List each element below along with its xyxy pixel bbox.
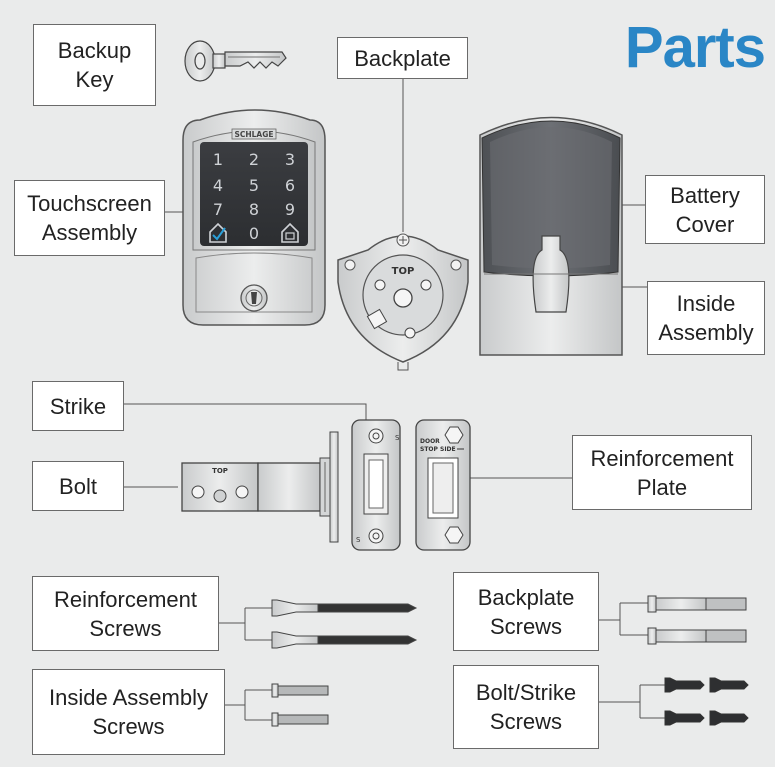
label-backplate: Backplate (337, 37, 468, 79)
backup-key-illustration (184, 40, 287, 82)
label-backplate-screws: Backplate Screws (453, 572, 599, 651)
backplate-top-mark: TOP (392, 266, 415, 277)
label-backplate-text: Backplate (354, 45, 451, 71)
keypad-digit-4: 4 (213, 176, 223, 195)
keypad-digit-6: 6 (285, 176, 295, 195)
label-reinforcement-screws: Reinforcement Screws (32, 576, 219, 651)
reinforcement-screws-illustration (271, 599, 418, 649)
inside-assembly-screws-illustration (271, 683, 329, 727)
label-strike-text: Strike (49, 393, 107, 419)
bolt-strike-screws-illustration (664, 677, 749, 726)
label-bolt: Bolt (32, 461, 124, 511)
bolt-top-mark: TOP (212, 467, 228, 475)
backplate-screws-illustration (647, 595, 747, 645)
label-inside-assembly-text: Inside Assembly (658, 291, 754, 345)
label-backup-key-text: Backup Key (57, 38, 132, 92)
label-bolt-strike-screws: Bolt/Strike Screws (453, 665, 599, 749)
keypad-digit-7: 7 (213, 200, 223, 219)
label-inside-assembly-screws: Inside Assembly Screws (32, 669, 225, 755)
brand-logo: SCHLAGE (234, 130, 273, 139)
reinforcement-door-stop-mark-2: STOP (420, 446, 439, 453)
reinforcement-door-stop-mark: DOOR (420, 438, 440, 445)
home-check-icon (209, 222, 227, 243)
reinforcement-side-mark: SIDE (440, 446, 456, 453)
keypad-digit-0: 0 (249, 224, 259, 243)
touchscreen-assembly-illustration: SCHLAGE 1 2 3 4 5 6 7 8 9 0 (182, 109, 326, 326)
label-inside-assembly: Inside Assembly (647, 281, 765, 355)
strike-mark-bottom: S (356, 536, 361, 544)
keypad-digit-9: 9 (285, 200, 295, 219)
lock-away-icon (281, 222, 299, 243)
label-backup-key: Backup Key (33, 24, 156, 106)
label-reinforcement-screws-text: Reinforcement Screws (53, 586, 198, 641)
strike-illustration: S S (351, 419, 401, 551)
keypad-digit-2: 2 (249, 150, 259, 169)
label-bolt-text: Bolt (59, 473, 97, 499)
keypad-digit-5: 5 (249, 176, 259, 195)
page-title: Parts (624, 15, 766, 80)
label-touchscreen-assembly: Touchscreen Assembly (14, 180, 165, 256)
bolt-illustration: TOP (181, 431, 339, 543)
label-backplate-screws-text: Backplate Screws (477, 584, 575, 639)
label-bolt-strike-screws-text: Bolt/Strike Screws (475, 680, 577, 734)
reinforcement-plate-illustration: DOOR STOP SIDE (415, 419, 471, 551)
label-reinforcement-plate: Reinforcement Plate (572, 435, 752, 510)
label-reinforcement-plate-text: Reinforcement Plate (590, 445, 734, 500)
label-inside-assembly-screws-text: Inside Assembly Screws (49, 685, 208, 739)
label-battery-cover: Battery Cover (645, 175, 765, 244)
label-strike: Strike (32, 381, 124, 431)
label-touchscreen-assembly-text: Touchscreen Assembly (27, 191, 152, 245)
leader-lines (124, 79, 665, 721)
backplate-illustration: TOP (337, 233, 469, 371)
keypad-digit-8: 8 (249, 200, 259, 219)
keypad-digit-1: 1 (213, 150, 223, 169)
keyhole-icon (240, 284, 268, 312)
strike-mark-top: S (395, 434, 400, 442)
inside-assembly-illustration (479, 116, 623, 356)
keypad-digit-3: 3 (285, 150, 295, 169)
label-battery-cover-text: Battery Cover (670, 182, 740, 237)
